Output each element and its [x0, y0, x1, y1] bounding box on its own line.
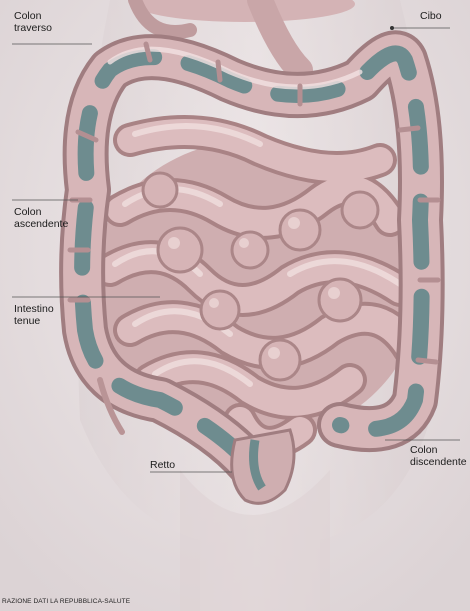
label-retto: Retto — [150, 459, 175, 471]
label-intestino-tenue: Intestino tenue — [14, 303, 54, 327]
cibo-pointer — [390, 26, 394, 30]
label-colon-traverso: Colon traverso — [14, 10, 52, 34]
image-credit: RAZIONE DATI LA REPUBBLICA-SALUTE — [2, 598, 130, 605]
rectum — [232, 430, 294, 503]
label-colon-discendente: Colon discendente — [410, 444, 467, 468]
label-colon-ascendente: Colon ascendente — [14, 206, 68, 230]
label-cibo: Cibo — [420, 10, 442, 22]
